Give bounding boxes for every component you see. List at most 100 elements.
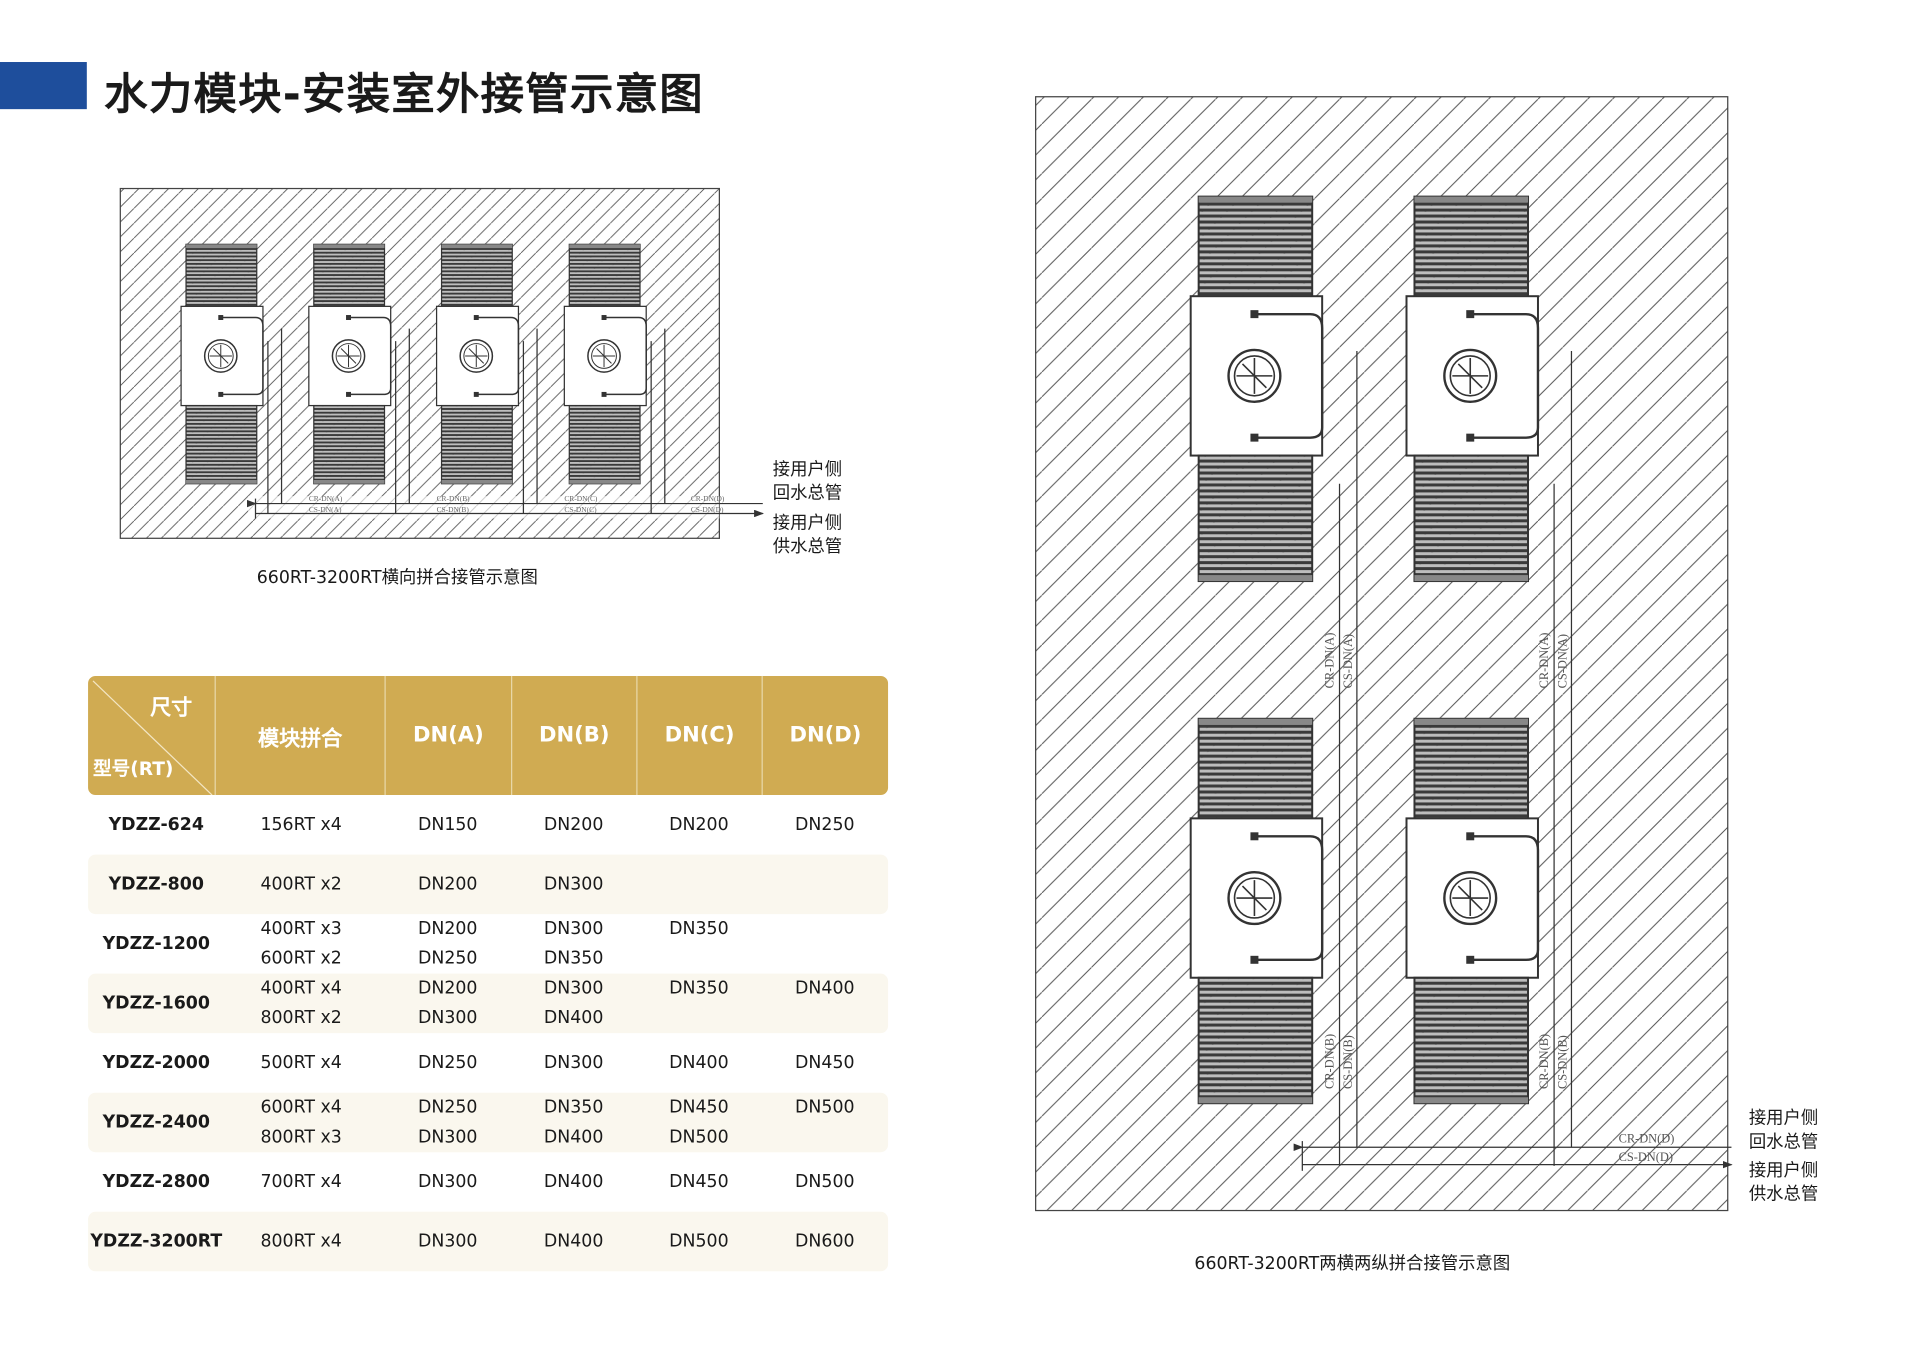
cell-value: DN500: [669, 1127, 729, 1148]
cell-model: YDZZ-624: [88, 795, 224, 855]
cell-dn-a: DN300: [384, 1152, 511, 1212]
cell-value: DN350: [543, 1097, 604, 1118]
label-line: 回水总管: [772, 483, 843, 504]
label-line: 接用户侧: [1748, 1160, 1819, 1181]
right-return-main-label: 接用户侧 回水总管: [1749, 1108, 1818, 1155]
pipe-label-cs-a-left: CS-DN(A): [1341, 634, 1355, 688]
label-line: 供水总管: [772, 537, 843, 557]
label-line: 接用户侧: [772, 513, 843, 534]
cell-combo: 800RT x4: [215, 1212, 385, 1272]
chiller-module-4: [1405, 717, 1540, 1105]
label-line: 接用户侧: [1748, 1108, 1819, 1129]
header-dn-b: DN(B): [511, 675, 636, 796]
cell-value: DN300: [543, 1053, 604, 1073]
cell-value: YDZZ-2800: [102, 1172, 210, 1192]
label-line: 供水总管: [1748, 1184, 1819, 1205]
cell-value: YDZZ-624: [108, 814, 204, 835]
cell-dn-c: DN350: [636, 914, 761, 974]
cell-value: YDZZ-1200: [102, 933, 210, 954]
chiller-module-2: [1405, 195, 1540, 583]
cell-dn-c: [636, 855, 761, 915]
pipe-label-cr-d: CR-DN(D): [691, 494, 725, 503]
pipe-label-cs-b: CS-DN(B): [437, 505, 470, 514]
pipe-label-cs-a: CS-DN(A): [309, 505, 342, 514]
cell-dn-c: DN400: [636, 1033, 761, 1093]
pipe-label-cr-b: CR-DN(B): [437, 494, 471, 503]
pipe-label-cr-b-left: CR-DN(B): [1322, 1034, 1336, 1089]
cell-value: 600RT x2: [260, 948, 342, 969]
cell-value: DN300: [417, 1127, 478, 1148]
corner-diagonal: [92, 680, 213, 796]
cell-value: DN400: [543, 1127, 604, 1148]
cell-value: DN350: [669, 978, 729, 999]
cell-value: DN500: [669, 1231, 729, 1252]
pipe-label-cr-d: CR-DN(D): [1619, 1131, 1675, 1145]
pipe-label-cr-a-left: CR-DN(A): [1322, 633, 1336, 689]
chiller-module-1: [180, 243, 264, 485]
cell-model: YDZZ-2000: [88, 1033, 224, 1093]
cell-value: DN500: [795, 1097, 855, 1118]
cell-combo: 500RT x4: [215, 1033, 385, 1093]
chiller-module-3: [1189, 717, 1324, 1105]
cell-value: DN300: [417, 1008, 478, 1029]
header-dn-c: DN(C): [636, 675, 761, 796]
cell-dn-d: DN400: [762, 974, 889, 1034]
cell-dn-d: DN600: [762, 1212, 889, 1272]
cell-value: DN500: [795, 1172, 855, 1192]
cell-model: YDZZ-2400: [88, 1093, 224, 1153]
cell-model: YDZZ-1200: [88, 914, 224, 974]
corner-header-model: 型号(RT): [93, 757, 174, 781]
cell-dn-c: DN450: [636, 1152, 761, 1212]
cell-value: DN250: [417, 1097, 478, 1118]
installation-area: [1035, 96, 1729, 1212]
cell-combo: 400RT x2: [215, 855, 385, 915]
right-supply-main-label: 接用户侧 供水总管: [1749, 1160, 1818, 1207]
cell-dn-c: DN500: [636, 1212, 761, 1272]
cell-dn-a: DN250: [384, 1033, 511, 1093]
pipe-label-cr-a-right: CR-DN(A): [1537, 633, 1551, 689]
cell-value: 500RT x4: [260, 1053, 342, 1073]
cell-dn-b: DN300: [511, 1033, 636, 1093]
cell-value: DN200: [417, 978, 478, 999]
cell-dn-d: DN450: [762, 1033, 889, 1093]
cell-dn-c: DN350: [636, 974, 761, 1034]
table-header: 尺寸 型号(RT) 模块拼合 DN(A) DN(B) DN(C) DN(D): [88, 675, 889, 796]
cell-value: DN200: [669, 814, 729, 835]
cell-value: DN200: [417, 919, 478, 939]
left-diagram-caption: 660RT-3200RT横向拼合接管示意图: [256, 568, 538, 588]
cell-value: DN400: [543, 1231, 604, 1252]
cell-dn-d: [762, 914, 889, 974]
header-dn-a: DN(A): [384, 675, 511, 796]
pipe-label-cr-b-right: CR-DN(B): [1537, 1034, 1551, 1089]
pipe-label-cs-b-right: CS-DN(B): [1555, 1035, 1569, 1089]
header-module-combo: 模块拼合: [214, 675, 385, 796]
cell-value: DN300: [543, 874, 604, 895]
header-dn-d: DN(D): [761, 675, 889, 796]
cell-value: 156RT x4: [260, 814, 342, 835]
cell-value: DN200: [543, 814, 604, 835]
cell-value: DN400: [669, 1053, 729, 1073]
cell-dn-a: DN150: [384, 795, 511, 855]
cell-model: YDZZ-3200RT: [88, 1212, 224, 1272]
cell-value: DN300: [417, 1231, 478, 1252]
cell-value: DN400: [543, 1008, 604, 1029]
pipe-label-cr-a: CR-DN(A): [309, 494, 343, 503]
cell-value: DN350: [669, 919, 729, 939]
pipe-label-cr-c: CR-DN(C): [564, 494, 598, 503]
cell-dn-d: DN500: [762, 1152, 889, 1212]
chiller-module-3: [435, 243, 520, 485]
label-line: 回水总管: [1748, 1132, 1819, 1153]
